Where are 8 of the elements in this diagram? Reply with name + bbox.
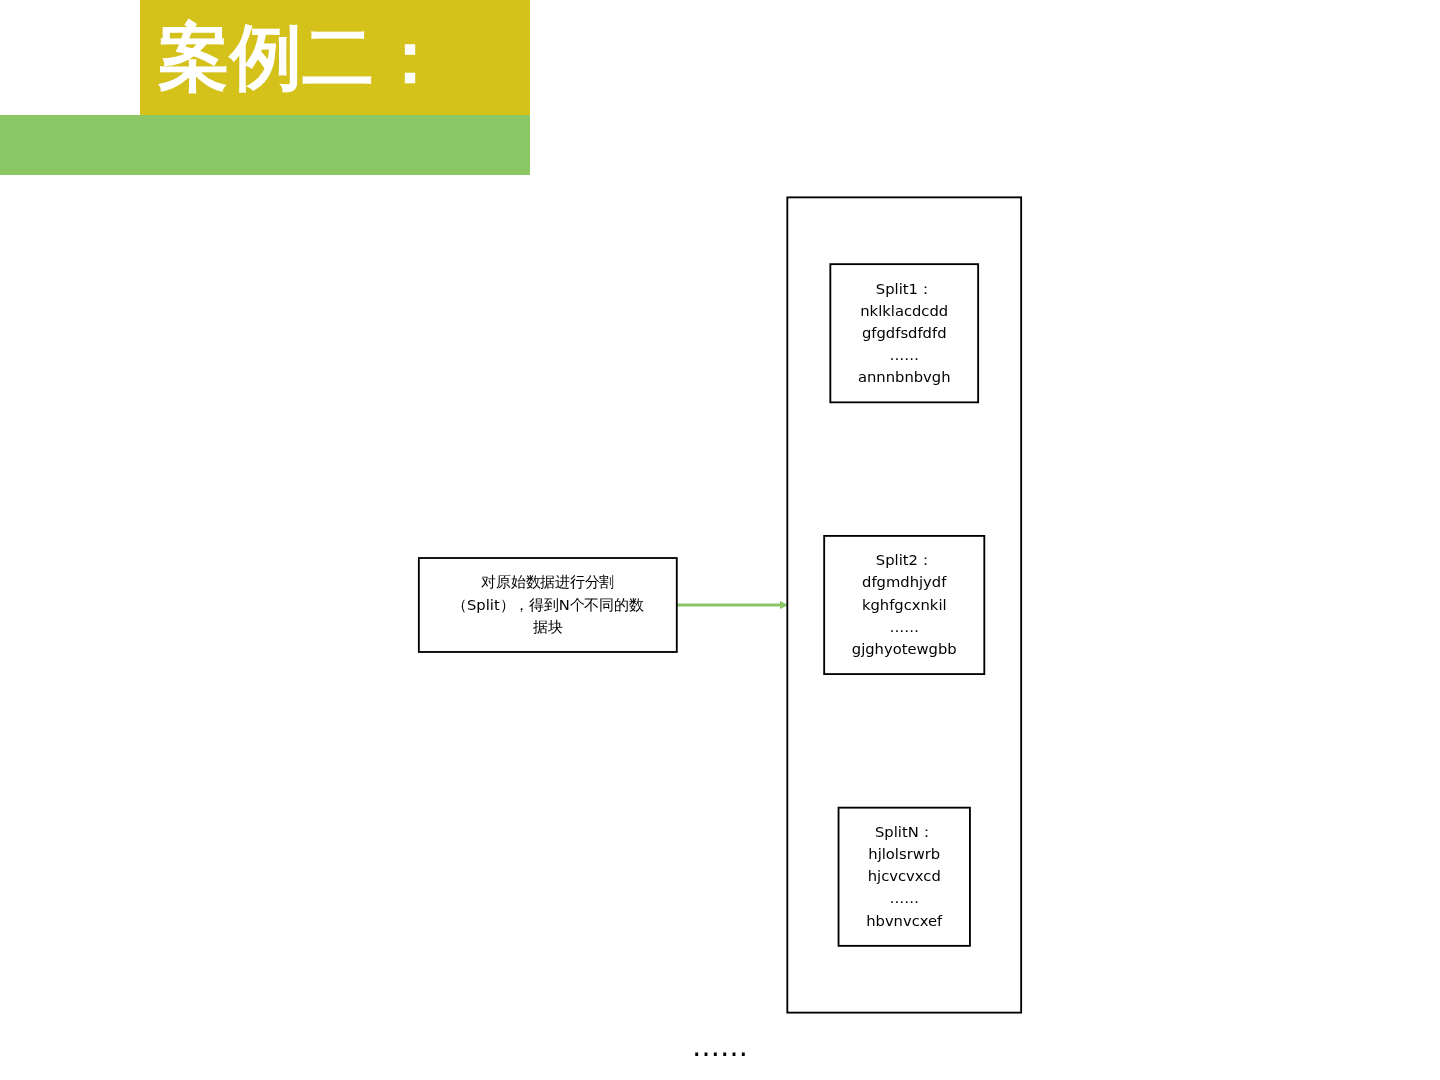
note: …… <box>692 1030 748 1063</box>
node-box: Split2： dfgmdhjydf kghfgcxnkil …… gjghyotewgbb <box>823 535 986 675</box>
arrow <box>676 600 788 610</box>
title: 案例二： <box>140 0 530 115</box>
cluster <box>786 196 1023 1014</box>
node-box: SplitN： hjlolsrwrb hjcvcvxcd …… hbvnvcxef <box>837 806 971 947</box>
node-box: 对原始数据进行分割（Split），得到N个不同的数据块 <box>417 557 678 653</box>
node-box: Split1： nklklacdcdd gfgdfsdfdfd …… annnbnbvgh <box>829 263 980 404</box>
